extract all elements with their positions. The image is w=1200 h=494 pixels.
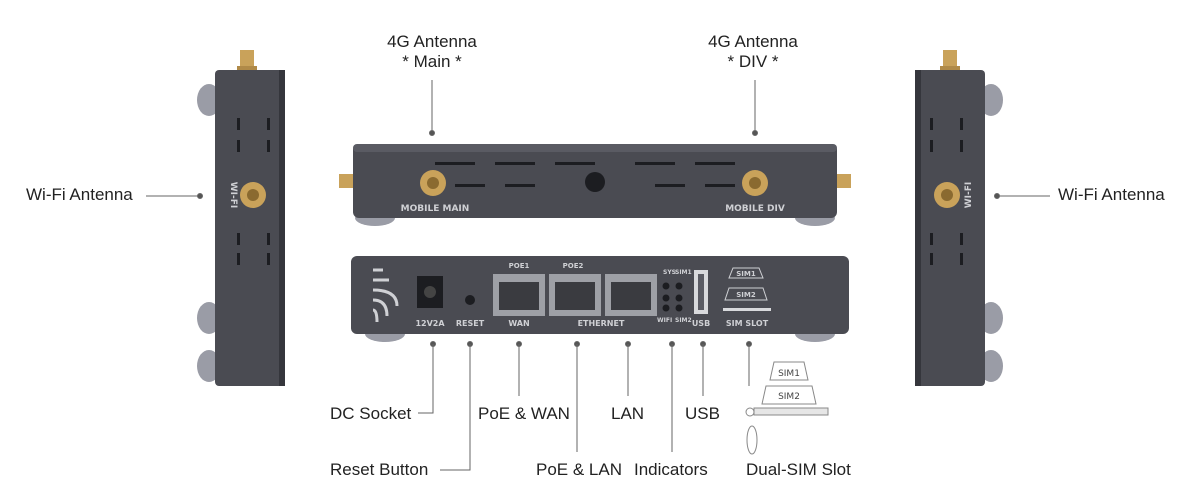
left-side-view: WI-FI — [197, 50, 285, 386]
wifi-marking: WI-FI — [964, 182, 974, 209]
tray-sim2-marking: SIM2 — [778, 392, 800, 402]
antenna-div-subtitle: * DIV * — [727, 52, 779, 71]
wifi-marking: WI-FI — [228, 182, 238, 209]
dc-socket-label: DC Socket — [330, 404, 412, 423]
front-view: 12V2A RESET POE1 POE2 WAN ETHERNET SYS S… — [351, 256, 849, 342]
antenna-main-subtitle: * Main * — [402, 52, 462, 71]
antenna-div-title: 4G Antenna — [708, 32, 798, 51]
sma-connector-icon — [240, 50, 254, 70]
vent-slots — [237, 118, 270, 265]
top-view: MOBILE MAIN MOBILE DIV — [339, 144, 851, 226]
sim2-marking: SIM2 — [736, 291, 756, 299]
sma-connector-icon — [339, 174, 355, 188]
usb-label: USB — [685, 404, 720, 423]
reset-marking: RESET — [456, 319, 485, 328]
antenna-div-label: 4G Antenna * DIV * — [703, 32, 803, 72]
poe2-marking: POE2 — [563, 262, 584, 270]
wan-port[interactable] — [493, 274, 545, 316]
reset-button[interactable] — [465, 295, 475, 305]
antenna-main-label: 4G Antenna * Main * — [382, 32, 482, 72]
reset-button-label: Reset Button — [330, 460, 429, 479]
brand-logo-icon — [372, 268, 399, 323]
indicator-leds — [662, 282, 683, 312]
mobile-main-marking: MOBILE MAIN — [401, 204, 470, 214]
ethernet-marking: ETHERNET — [578, 319, 625, 328]
sim1-led-marking: SIM1 — [675, 269, 692, 276]
sma-connector-icon — [943, 50, 957, 70]
eject-pin-icon — [746, 425, 758, 455]
sim2-led-marking: SIM2 — [675, 317, 692, 324]
sim-tray-illustration: SIM1 SIM2 — [745, 361, 829, 455]
sim1-marking: SIM1 — [736, 270, 756, 278]
tray-sim1-marking: SIM1 — [778, 369, 800, 379]
usb-port[interactable] — [694, 270, 708, 314]
antenna-main-title: 4G Antenna — [387, 32, 477, 51]
wifi-antenna-right-label: Wi-Fi Antenna — [1058, 185, 1165, 204]
sys-led-marking: SYS — [663, 269, 676, 276]
center-port-icon — [585, 172, 605, 192]
indicators-label: Indicators — [634, 460, 708, 479]
lan-port-2[interactable] — [605, 274, 657, 316]
usb-marking: USB — [692, 319, 710, 328]
poe-lan-label: PoE & LAN — [536, 460, 622, 479]
vent-slots — [930, 118, 963, 265]
mobile-div-marking: MOBILE DIV — [725, 204, 785, 214]
wifi-led-marking: WIFI — [657, 317, 672, 324]
sim-slot-marking: SIM SLOT — [726, 319, 769, 328]
sma-connector-icon — [835, 174, 851, 188]
sim-slot[interactable]: SIM1 SIM2 — [723, 267, 771, 311]
power-marking: 12V2A — [415, 319, 445, 328]
right-side-view: WI-FI — [915, 50, 1003, 386]
dual-sim-slot-label: Dual-SIM Slot — [746, 460, 851, 479]
wifi-antenna-left-label: Wi-Fi Antenna — [26, 185, 133, 204]
lan-label: LAN — [611, 404, 645, 423]
lan-port-1[interactable] — [549, 274, 601, 316]
poe-wan-label: PoE & WAN — [478, 404, 570, 423]
wan-marking: WAN — [508, 319, 529, 328]
poe1-marking: POE1 — [509, 262, 530, 270]
